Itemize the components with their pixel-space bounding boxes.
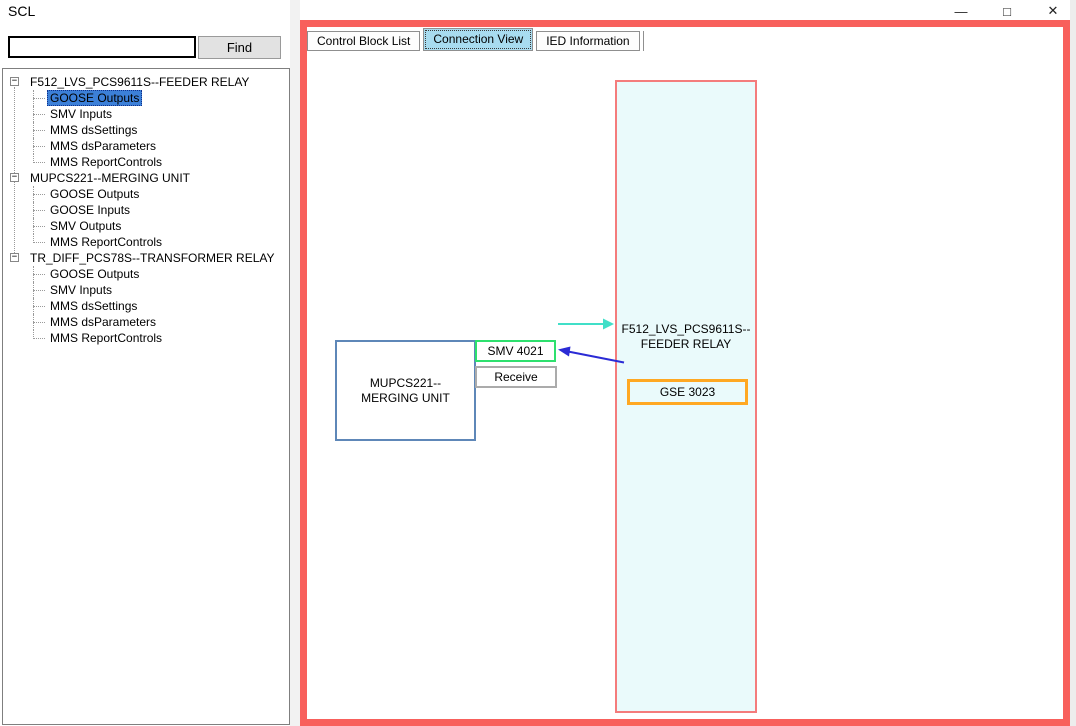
tree-connector-line	[33, 210, 45, 211]
tree-connector-line	[33, 274, 45, 275]
tree-connector-line	[33, 162, 45, 163]
expander-minus-icon[interactable]: −	[10, 172, 19, 182]
tree-connector-line	[33, 338, 45, 339]
tree-item-label[interactable]: GOOSE Outputs	[50, 267, 140, 281]
tree-item-label[interactable]: MMS ReportControls	[50, 235, 163, 249]
connection-view-canvas: F512_LVS_PCS9611S--FEEDER RELAY GSE 3023…	[307, 54, 1063, 719]
tree-item[interactable]: − MUPCS221--MERGING UNIT	[7, 170, 287, 186]
tree-connector-line	[33, 226, 45, 227]
tree-item[interactable]: SMV Inputs	[7, 282, 287, 298]
tree-item-label[interactable]: MMS ReportControls	[50, 155, 163, 169]
search-input[interactable]	[8, 36, 196, 58]
tree-connector-line	[33, 322, 45, 323]
tree-item-label[interactable]: MMS dsSettings	[50, 299, 138, 313]
tree-item[interactable]: MMS ReportControls	[7, 154, 287, 170]
tree-connector-line	[33, 306, 45, 307]
tree-item[interactable]: MMS dsParameters	[7, 314, 287, 330]
tree-connector-line	[33, 242, 45, 243]
tree-connector-line	[33, 290, 45, 291]
tree-item-label[interactable]: MMS dsParameters	[50, 139, 157, 153]
tree-connector-line	[33, 98, 45, 99]
tree-connector-line	[33, 194, 45, 195]
tree-item-label[interactable]: MMS dsSettings	[50, 123, 138, 137]
tree-item-label[interactable]: SMV Inputs	[50, 283, 113, 297]
feeder-relay-label: F512_LVS_PCS9611S--FEEDER RELAY	[621, 322, 751, 351]
tree-item-label[interactable]: MUPCS221--MERGING UNIT	[30, 171, 191, 185]
tree-connector-line	[33, 114, 45, 115]
title-bar: SCL — □ ✕	[0, 0, 1076, 22]
window-controls: — □ ✕	[950, 0, 1064, 22]
tab-strip-endcap	[642, 31, 646, 51]
tree-item-label[interactable]: SMV Inputs	[50, 107, 113, 121]
tree-connector-line	[33, 330, 34, 339]
tree-item[interactable]: MMS dsSettings	[7, 298, 287, 314]
receive-block-node[interactable]: Receive	[475, 366, 557, 388]
tree-item[interactable]: − TR_DIFF_PCS78S--TRANSFORMER RELAY	[7, 250, 287, 266]
tree-item[interactable]: GOOSE Outputs	[7, 186, 287, 202]
tree-item[interactable]: MMS dsParameters	[7, 138, 287, 154]
tree-connector-line	[33, 146, 45, 147]
tab-control-block-list[interactable]: Control Block List	[307, 31, 421, 51]
smv-block-node[interactable]: SMV 4021	[475, 340, 556, 362]
minimize-button[interactable]: —	[954, 3, 968, 19]
tree-item[interactable]: GOOSE Outputs	[7, 90, 287, 106]
tree-item-label[interactable]: GOOSE Inputs	[50, 203, 131, 217]
tree-item[interactable]: GOOSE Inputs	[7, 202, 287, 218]
tab-ied-information[interactable]: IED Information	[536, 31, 640, 51]
tree-item[interactable]: MMS ReportControls	[7, 234, 287, 250]
tree-item[interactable]: MMS dsSettings	[7, 122, 287, 138]
tree-item-label[interactable]: MMS ReportControls	[50, 331, 163, 345]
tree-connector-line	[33, 234, 34, 243]
tree-item[interactable]: GOOSE Outputs	[7, 266, 287, 282]
tree-item-label[interactable]: F512_LVS_PCS9611S--FEEDER RELAY	[30, 75, 250, 89]
tree-item-label[interactable]: MMS dsParameters	[50, 315, 157, 329]
tree-connector-line	[33, 154, 34, 163]
gse-block-node[interactable]: GSE 3023	[627, 379, 748, 405]
tree-connector-line	[33, 130, 45, 131]
tree-item[interactable]: MMS ReportControls	[7, 330, 287, 346]
merging-unit-node[interactable]: MUPCS221--MERGING UNIT	[335, 340, 476, 441]
maximize-button[interactable]: □	[1003, 3, 1011, 19]
tree-item[interactable]: SMV Outputs	[7, 218, 287, 234]
close-button[interactable]: ✕	[1047, 3, 1059, 18]
tree-item-label-selected[interactable]: GOOSE Outputs	[47, 90, 143, 106]
feeder-relay-node[interactable]: F512_LVS_PCS9611S--FEEDER RELAY GSE 3023	[615, 80, 757, 713]
expander-minus-icon[interactable]: −	[10, 252, 19, 262]
tree-item-label[interactable]: TR_DIFF_PCS78S--TRANSFORMER RELAY	[30, 251, 275, 265]
window-title: SCL	[8, 3, 36, 19]
tree-item-label[interactable]: GOOSE Outputs	[50, 187, 140, 201]
tree-item[interactable]: − F512_LVS_PCS9611S--FEEDER RELAY	[7, 74, 287, 90]
panel-gap	[290, 0, 300, 726]
window-edge-strip	[1070, 0, 1076, 726]
expander-minus-icon[interactable]: −	[10, 76, 19, 86]
tab-connection-view[interactable]: Connection View	[423, 28, 534, 51]
tree-item[interactable]: SMV Inputs	[7, 106, 287, 122]
find-button[interactable]: Find	[198, 36, 281, 59]
tree-item-label[interactable]: SMV Outputs	[50, 219, 122, 233]
tree-root-chain-line	[14, 87, 15, 253]
